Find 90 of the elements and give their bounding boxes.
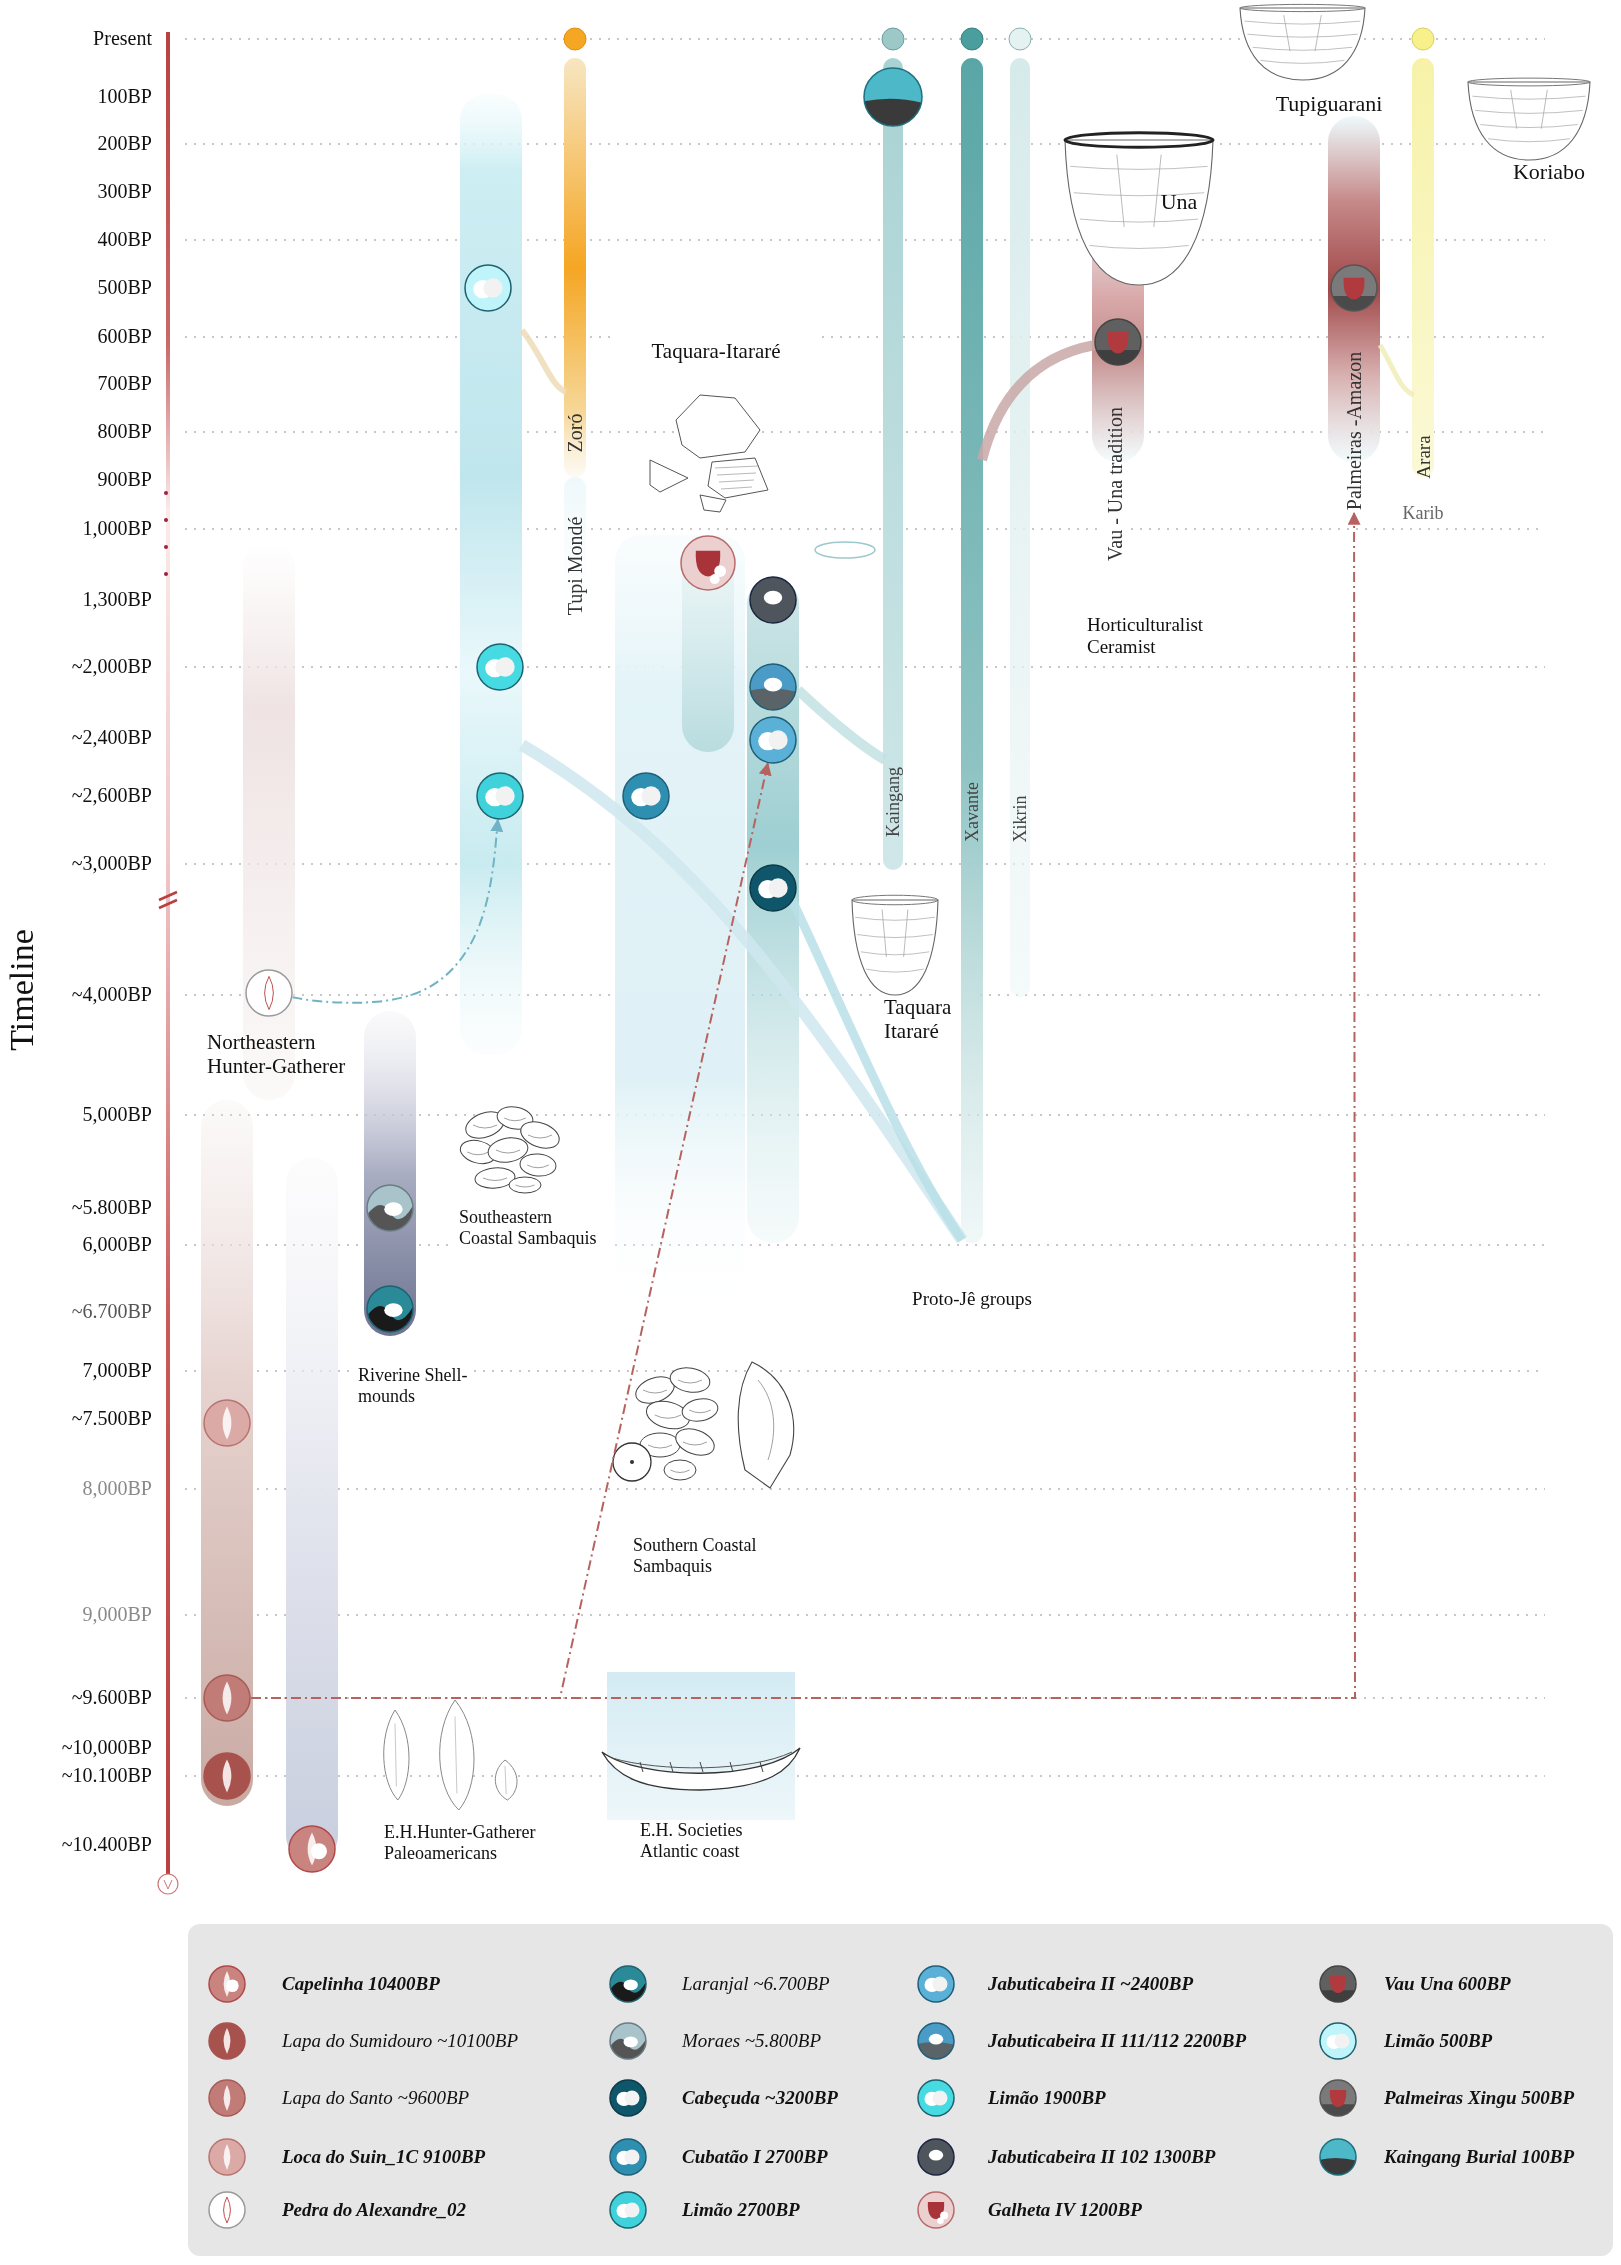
lineage-label: Tupi Mondé (565, 516, 585, 616)
site-marker (365, 1284, 415, 1334)
tick-label: ~2,600BP (70, 784, 152, 807)
site-marker (202, 1751, 252, 1801)
tick-label: ~2,400BP (70, 726, 152, 749)
legend-label: Limão 500BP (1384, 2029, 1493, 2053)
site-marker (202, 1673, 252, 1723)
tick-label: Present (92, 27, 152, 50)
site-marker (365, 1183, 415, 1233)
tick-label: 300BP (96, 180, 152, 203)
site-marker (1093, 317, 1143, 367)
legend-label: Limão 2700BP (682, 2198, 800, 2222)
tick-label: ~2,000BP (70, 655, 152, 678)
site-marker (748, 662, 798, 712)
legend-label: Kaingang Burial 100BP (1384, 2145, 1575, 2169)
site-marker (748, 863, 798, 913)
tick-label: 6,000BP (81, 1233, 152, 1256)
legend-label: Moraes ~5.800BP (682, 2029, 822, 2053)
dash-dot-arrow (291, 818, 504, 1004)
legend-label: Palmeiras Xingu 500BP (1384, 2086, 1575, 2110)
group-label: Koriabo (1511, 159, 1587, 185)
site-marker (287, 1824, 337, 1874)
tick-label: 600BP (96, 325, 152, 348)
group-label: Riverine Shell-mounds (358, 1365, 468, 1407)
lineage-label: Vau - Una tradition (1105, 407, 1125, 561)
site-marker (463, 263, 513, 313)
tick-label: 9,000BP (81, 1603, 152, 1626)
group-label: E.H.Hunter-Gatherer Paleoamericans (384, 1822, 537, 1864)
legend-label: Cubatão I 2700BP (682, 2145, 828, 2169)
tick-label: 1,000BP (81, 517, 152, 540)
legend-label: Capelinha 10400BP (282, 1972, 440, 1996)
legend-label: Loca do Suin_1C 9100BP (282, 2145, 486, 2169)
tick-label: ~10.100BP (60, 1764, 152, 1787)
site-marker (475, 771, 525, 821)
group-label: Karib (1401, 503, 1445, 524)
tick-label: 400BP (96, 228, 152, 251)
tick-label: 900BP (96, 468, 152, 491)
tick-label: 700BP (96, 372, 152, 395)
site-marker (202, 1398, 252, 1448)
site-marker (748, 575, 798, 625)
lineage-label: Palmeiras -Amazon (1344, 351, 1364, 511)
site-marker (679, 534, 737, 592)
legend-label: Laranjal ~6.700BP (682, 1972, 830, 1996)
legend-label: Limão 1900BP (988, 2086, 1106, 2110)
legend-label: Jabuticabeira II 102 1300BP (988, 2145, 1216, 2169)
legend-label: Jabuticabeira II ~2400BP (988, 1972, 1194, 1996)
tick-label: ~10,000BP (60, 1736, 152, 1759)
legend-label: Lapa do Santo ~9600BP (282, 2086, 470, 2110)
legend-label: Pedra do Alexandre_02 (282, 2198, 466, 2222)
site-marker (244, 968, 294, 1018)
tick-label: 5,000BP (81, 1103, 152, 1126)
group-label: Taquara Itararé (884, 995, 953, 1044)
tick-label: 1,300BP (81, 588, 152, 611)
tick-label: 8,000BP (81, 1477, 152, 1500)
tick-label: ~3,000BP (70, 852, 152, 875)
tick-label: 7,000BP (81, 1359, 152, 1382)
tick-label: 200BP (96, 132, 152, 155)
tick-label: ~10.400BP (60, 1833, 152, 1856)
legend-label: Galheta IV 1200BP (988, 2198, 1142, 2222)
site-marker (1329, 263, 1379, 313)
tick-label: ~9.600BP (70, 1686, 152, 1709)
site-marker (862, 66, 924, 128)
group-label: Taquara-Itararé (650, 339, 782, 364)
group-label: Southeastern Coastal Sambaquis (459, 1207, 598, 1249)
group-label: E.H. Societies Atlantic coast (640, 1820, 744, 1862)
tick-label: 500BP (96, 276, 152, 299)
lineage-label: Zoró (565, 413, 585, 453)
lineage-label: Xavante (963, 782, 981, 842)
lineage-label: Kaingang (884, 767, 902, 837)
group-label: Southern Coastal Sambaquis (633, 1535, 758, 1577)
legend-label: Cabeçuda ~3200BP (682, 2086, 838, 2110)
legend-label: Lapa do Sumidouro ~10100BP (282, 2029, 518, 2053)
site-marker (748, 715, 798, 765)
tick-label: 100BP (96, 85, 152, 108)
lineage-label: Arara (1413, 435, 1433, 479)
axis-title: Timeline (5, 929, 39, 1051)
lineage-label: Xikrin (1011, 795, 1029, 843)
tick-label: ~6.700BP (70, 1300, 152, 1323)
tick-label: 800BP (96, 420, 152, 443)
legend-label: Vau Una 600BP (1384, 1972, 1511, 1996)
group-label: Tupiguarani (1274, 91, 1384, 117)
legend-label: Jabuticabeira II 111/112 2200BP (988, 2029, 1247, 2053)
site-marker (475, 642, 525, 692)
group-label: Horticulturalist Ceramist (1087, 614, 1205, 658)
tick-label: ~5.800BP (70, 1196, 152, 1219)
tick-label: ~7.500BP (70, 1407, 152, 1430)
group-label: Northeastern Hunter-Gatherer (207, 1030, 347, 1079)
site-marker (621, 771, 671, 821)
group-label: Proto-Jê groups (911, 1288, 1033, 1310)
group-label: Una (1159, 189, 1199, 215)
